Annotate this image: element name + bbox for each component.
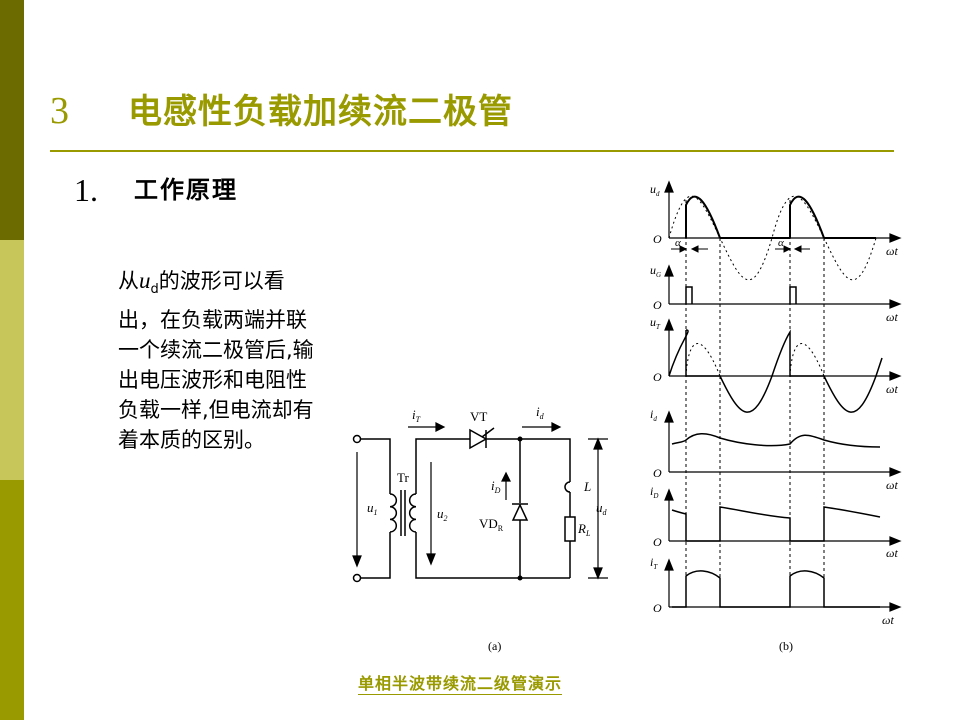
label-id: id [536, 404, 545, 421]
wave-label-it: iT [650, 555, 658, 571]
section-title: 电感性负载加续流二极管 [128, 92, 513, 132]
alpha-markers [671, 245, 810, 253]
label-it: iT [412, 407, 421, 424]
origin-iD: O [653, 535, 662, 549]
origin-ut: O [653, 370, 662, 384]
label-RL: RL [577, 521, 591, 538]
label-L: L [583, 479, 591, 494]
circuit-labels: iT VT id Tr u1 u2 iD VDR L RL ud (a) [367, 404, 608, 653]
origin-ug: O [653, 298, 662, 312]
junction-dots [517, 436, 523, 581]
wave-label-ut: uT [650, 315, 661, 331]
ug-pulse-1 [685, 286, 693, 304]
ud-dotted [668, 195, 877, 281]
thyristor-vt [469, 427, 495, 450]
sidebar-band-light [0, 240, 24, 480]
wave-label-ud: ud [650, 182, 660, 198]
axis-wt-1: ωt [886, 244, 898, 258]
sidebar-band-mid [0, 480, 24, 720]
paragraph-body: 的波形可以看出，在负载两端并联一个续流二极管后,输出电压波形和电阻性负载一样,但… [118, 269, 314, 453]
label-iD: iD [491, 478, 501, 495]
caption-b: (b) [779, 639, 793, 653]
ut-dotted-1 [685, 343, 721, 377]
origin-ud: O [653, 232, 662, 246]
subheading-text: 工作原理 [134, 176, 238, 204]
wave-label-iD: iD [650, 484, 658, 500]
subheading-number: 1. [74, 172, 98, 208]
axis-wt-6: ωt [882, 613, 894, 627]
axis-wt-3: ωt [886, 382, 898, 396]
label-tr: Tr [397, 470, 409, 485]
axis-wt-4: ωt [886, 478, 898, 492]
ud-solid-2 [789, 195, 825, 239]
alpha-1: α [675, 237, 681, 249]
explanation-paragraph: 从ud的波形可以看出，在负载两端并联一个续流二极管后,输出电压波形和电阻性负载一… [118, 266, 318, 455]
ud-solid-1 [685, 195, 721, 239]
alpha-2: α [778, 237, 784, 249]
label-vt: VT [470, 409, 487, 424]
current-arrows [352, 422, 608, 580]
ut-dotted-2 [789, 343, 825, 377]
title-divider [50, 150, 894, 152]
reference-lines [685, 200, 825, 607]
label-vdr: VDR [479, 516, 504, 533]
waveform-labels: ud O α α ωt uG O ωt uT O ωt id O ωt iD O… [650, 182, 898, 653]
label-ud: ud [596, 500, 608, 517]
id-diode-curve [671, 506, 881, 542]
paragraph-variable: u [139, 268, 151, 293]
ut-start [668, 329, 689, 377]
paragraph-subscript: d [150, 282, 159, 298]
wave-label-id: id [650, 407, 657, 423]
ug-pulse-2 [789, 286, 797, 304]
label-u1: u1 [367, 500, 378, 517]
paragraph-prefix: 从 [118, 269, 139, 293]
id-curve [671, 433, 881, 448]
sidebar-band-dark [0, 0, 24, 240]
label-u2: u2 [437, 506, 448, 523]
freewheeling-diode [511, 503, 529, 521]
axis-wt-5: ωt [886, 546, 898, 560]
sidebar-decoration [0, 0, 24, 720]
caption-a: (a) [488, 639, 501, 653]
axis-wt-2: ωt [886, 310, 898, 324]
demo-link[interactable]: 单相半波带续流二级管演示 [358, 674, 563, 695]
wave-label-ug: uG [650, 263, 661, 279]
it-curve [672, 570, 880, 608]
section-number: 3 [50, 90, 69, 132]
origin-id: O [653, 466, 662, 480]
ut-solid [685, 329, 883, 413]
origin-it: O [653, 601, 662, 615]
